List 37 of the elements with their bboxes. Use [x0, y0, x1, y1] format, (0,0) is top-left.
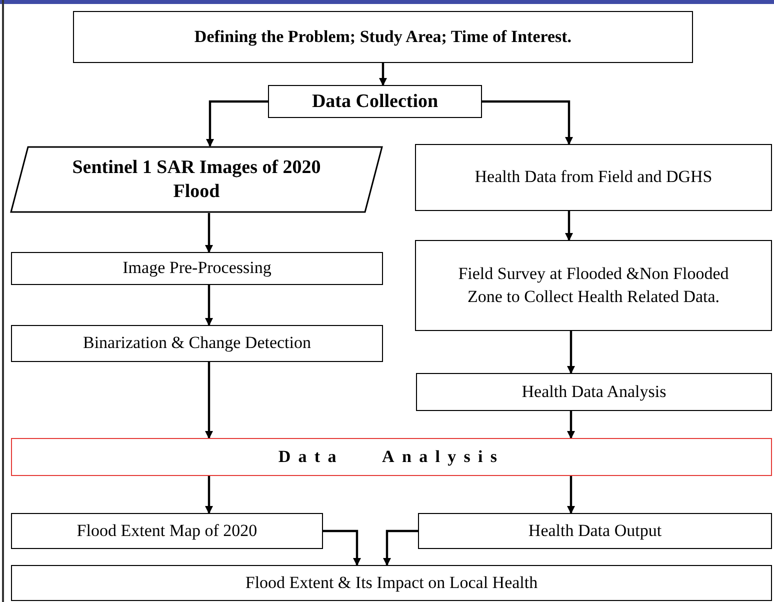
step-label: Flood Extent Map of 2020	[76, 520, 258, 542]
arrow	[567, 331, 575, 374]
arrow	[567, 411, 575, 439]
arrow	[482, 100, 573, 145]
arrow	[565, 211, 573, 241]
arrow	[323, 530, 361, 566]
step-label: Health Data Analysis	[520, 380, 668, 403]
input-parallelogram	[10, 146, 383, 213]
step-label: Field Survey at Flooded &Non Flooded Zone to Collect Health Related Data.	[457, 262, 730, 308]
process-box	[73, 11, 693, 63]
step-label: Data Collection	[310, 90, 440, 114]
arrow	[206, 100, 268, 147]
process-box	[268, 85, 482, 118]
arrow	[383, 530, 418, 566]
arrow	[379, 63, 387, 86]
step-label: Data Analysis	[277, 446, 506, 468]
arrow	[205, 476, 213, 514]
process-box	[415, 144, 772, 211]
arrow	[205, 213, 213, 253]
arrow	[205, 285, 213, 326]
process-box	[11, 565, 772, 601]
process-box	[415, 240, 772, 331]
step-label: Flood Extent & Its Impact on Local Health	[244, 572, 539, 594]
arrow	[567, 476, 575, 514]
step-label: Binarization & Change Detection	[82, 332, 312, 354]
process-box	[11, 513, 323, 549]
step-label: Sentinel 1 SAR Images of 2020 Flood	[71, 156, 322, 204]
step-label: Image Pre-Processing	[122, 257, 272, 280]
step-label: Defining the Problem; Study Area; Time of Interest.	[193, 26, 573, 48]
process-box	[418, 513, 772, 549]
step-label: Health Data from Field and DGHS	[474, 166, 714, 188]
step-label: Health Data Output	[527, 520, 663, 542]
process-box	[11, 252, 383, 285]
process-box	[416, 373, 772, 411]
arrow	[205, 362, 213, 439]
process-box	[11, 325, 383, 362]
analysis-band	[11, 438, 772, 476]
